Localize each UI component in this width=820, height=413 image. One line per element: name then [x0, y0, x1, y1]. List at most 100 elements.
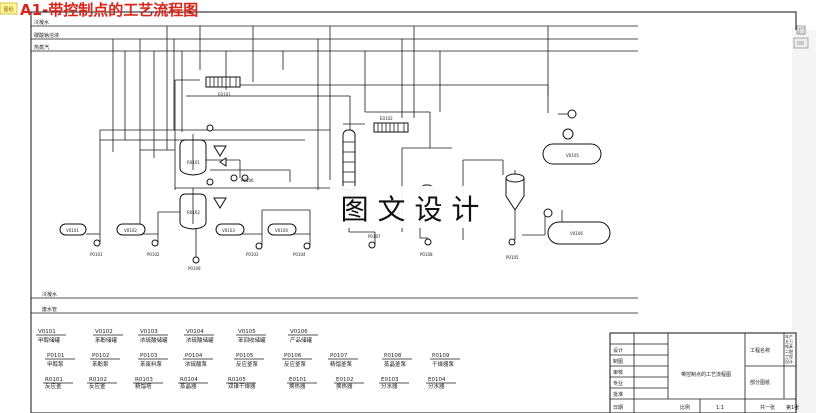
legend-code: R0101 [45, 377, 63, 383]
legend-name: 反应釜泵 [284, 360, 307, 368]
legend-name: 换热器 [289, 382, 306, 390]
storage-tank-v0102: V0102 [116, 223, 146, 236]
legend-code: V0105 [238, 329, 256, 335]
legend-name: 分水器 [428, 382, 445, 390]
legend-name: 浓硫酸储罐 [140, 336, 168, 344]
pump-p0105: P0105 [506, 238, 519, 260]
utility-line-label: 碳酸钠溶液 [34, 32, 59, 39]
title-block: 设计 制图 审核 专业 批准 日期 带控制点的工艺流程图 工程名称 年产五万吨苯… [609, 332, 799, 413]
title-block-label: 审核 [613, 369, 623, 376]
equipment-tag: P0102 [147, 252, 160, 257]
title-block-label: 日期 [613, 405, 623, 411]
title-block-label: 专业 [613, 380, 623, 387]
legend-code: P0104 [185, 353, 203, 359]
legend-name: 换热器 [336, 382, 353, 390]
project-label: 工程名称 [750, 347, 770, 354]
legend-code: E0102 [336, 377, 353, 383]
equipment-tag: P0107 [368, 234, 381, 239]
heat-exchanger-e0101: E0101 [205, 76, 241, 97]
piping-network [86, 26, 572, 260]
reactor-r0102: R0102 [179, 188, 227, 230]
equipment-tag: V0101 [66, 228, 79, 233]
legend-name: 产品储罐 [290, 336, 313, 344]
legend-name: 反应釜 [89, 382, 106, 390]
legend-name: 精馏塔 [135, 382, 152, 390]
page-title: A1-带控制点的工艺流程图 [20, 1, 198, 19]
top-utility-lines: 冷凝水 碳酸钠溶液 热蒸汽 [31, 19, 638, 52]
header-tag: 图纸 [3, 6, 13, 13]
equipment-tag: V0104 [275, 228, 288, 233]
storage-tank-v0105: V0105 [542, 143, 602, 165]
equipment-tag: R0102 [187, 210, 200, 215]
equipment-tag: R0101 [187, 160, 200, 165]
legend-code: R0104 [180, 377, 198, 383]
copy-icon[interactable] [796, 25, 806, 35]
legend-code: E0103 [381, 377, 399, 383]
panel-icon[interactable] [793, 37, 809, 49]
storage-tank-v0103: V0103 [215, 223, 245, 236]
legend-name: 苯酚泵 [92, 360, 109, 368]
pump-p0109: P0109 [188, 256, 201, 271]
equipment-tag: P0101 [90, 252, 103, 257]
reactor-r0101: R0101 [179, 134, 227, 176]
legend-code: R0102 [89, 377, 107, 383]
watermark: 图 文 设 计 [330, 186, 490, 228]
instrument-bubbles [206, 109, 577, 218]
legend-code: E0101 [289, 377, 306, 383]
legend-code: P0109 [432, 353, 450, 359]
legend-name: 双锥干燥器 [228, 382, 256, 390]
legend-code: V0104 [186, 329, 204, 335]
distillation-column-r0103 [342, 129, 356, 191]
scale-label: 比例 [680, 404, 690, 411]
equipment-tag: P0104 [293, 252, 306, 257]
legend-code: P0107 [330, 353, 348, 359]
title-block-label: 制图 [613, 358, 623, 365]
legend-name: 浓硫酸储罐 [186, 336, 214, 344]
legend-code: V0102 [95, 329, 113, 335]
legend-code: R0103 [135, 377, 153, 383]
legend-name: 反应釜泵 [236, 360, 259, 368]
bottom-utility-lines: 冷凝水 废水管 [31, 291, 638, 314]
legend-name: 甲醇储罐 [38, 336, 61, 344]
legend-name: 苯酚储罐 [95, 336, 118, 344]
pump-p0107: P0107 [368, 234, 381, 249]
legend-name: 蒸晶釜泵 [384, 360, 407, 368]
sheet-count: 共一张 [760, 404, 775, 411]
pump-p0102: P0102 [147, 239, 160, 257]
legend-name: 干燥器泵 [432, 360, 455, 368]
header-tag-box: 图纸 [0, 2, 18, 15]
legend-code: V0101 [38, 329, 56, 335]
equipment-tag: P0108 [420, 252, 433, 257]
utility-line-label: 冷凝水 [34, 19, 49, 26]
legend-name: 精馏釜泵 [330, 360, 353, 368]
storage-tank-v0101: V0101 [59, 223, 87, 236]
section-label: 部分图纸 [750, 379, 770, 386]
equipment-tag: P0103 [246, 252, 259, 257]
pump-p0104: P0104 [293, 242, 311, 257]
pump-p0108: P0108 [420, 238, 433, 257]
equipment-tag: P0109 [188, 266, 201, 271]
pump-p0106: P0106 [241, 174, 254, 183]
legend-code: R0105 [228, 377, 246, 383]
legend-code: V0103 [140, 329, 158, 335]
sheet-number: 第1张 [786, 404, 799, 411]
equipment-tag: E0102 [380, 116, 393, 121]
